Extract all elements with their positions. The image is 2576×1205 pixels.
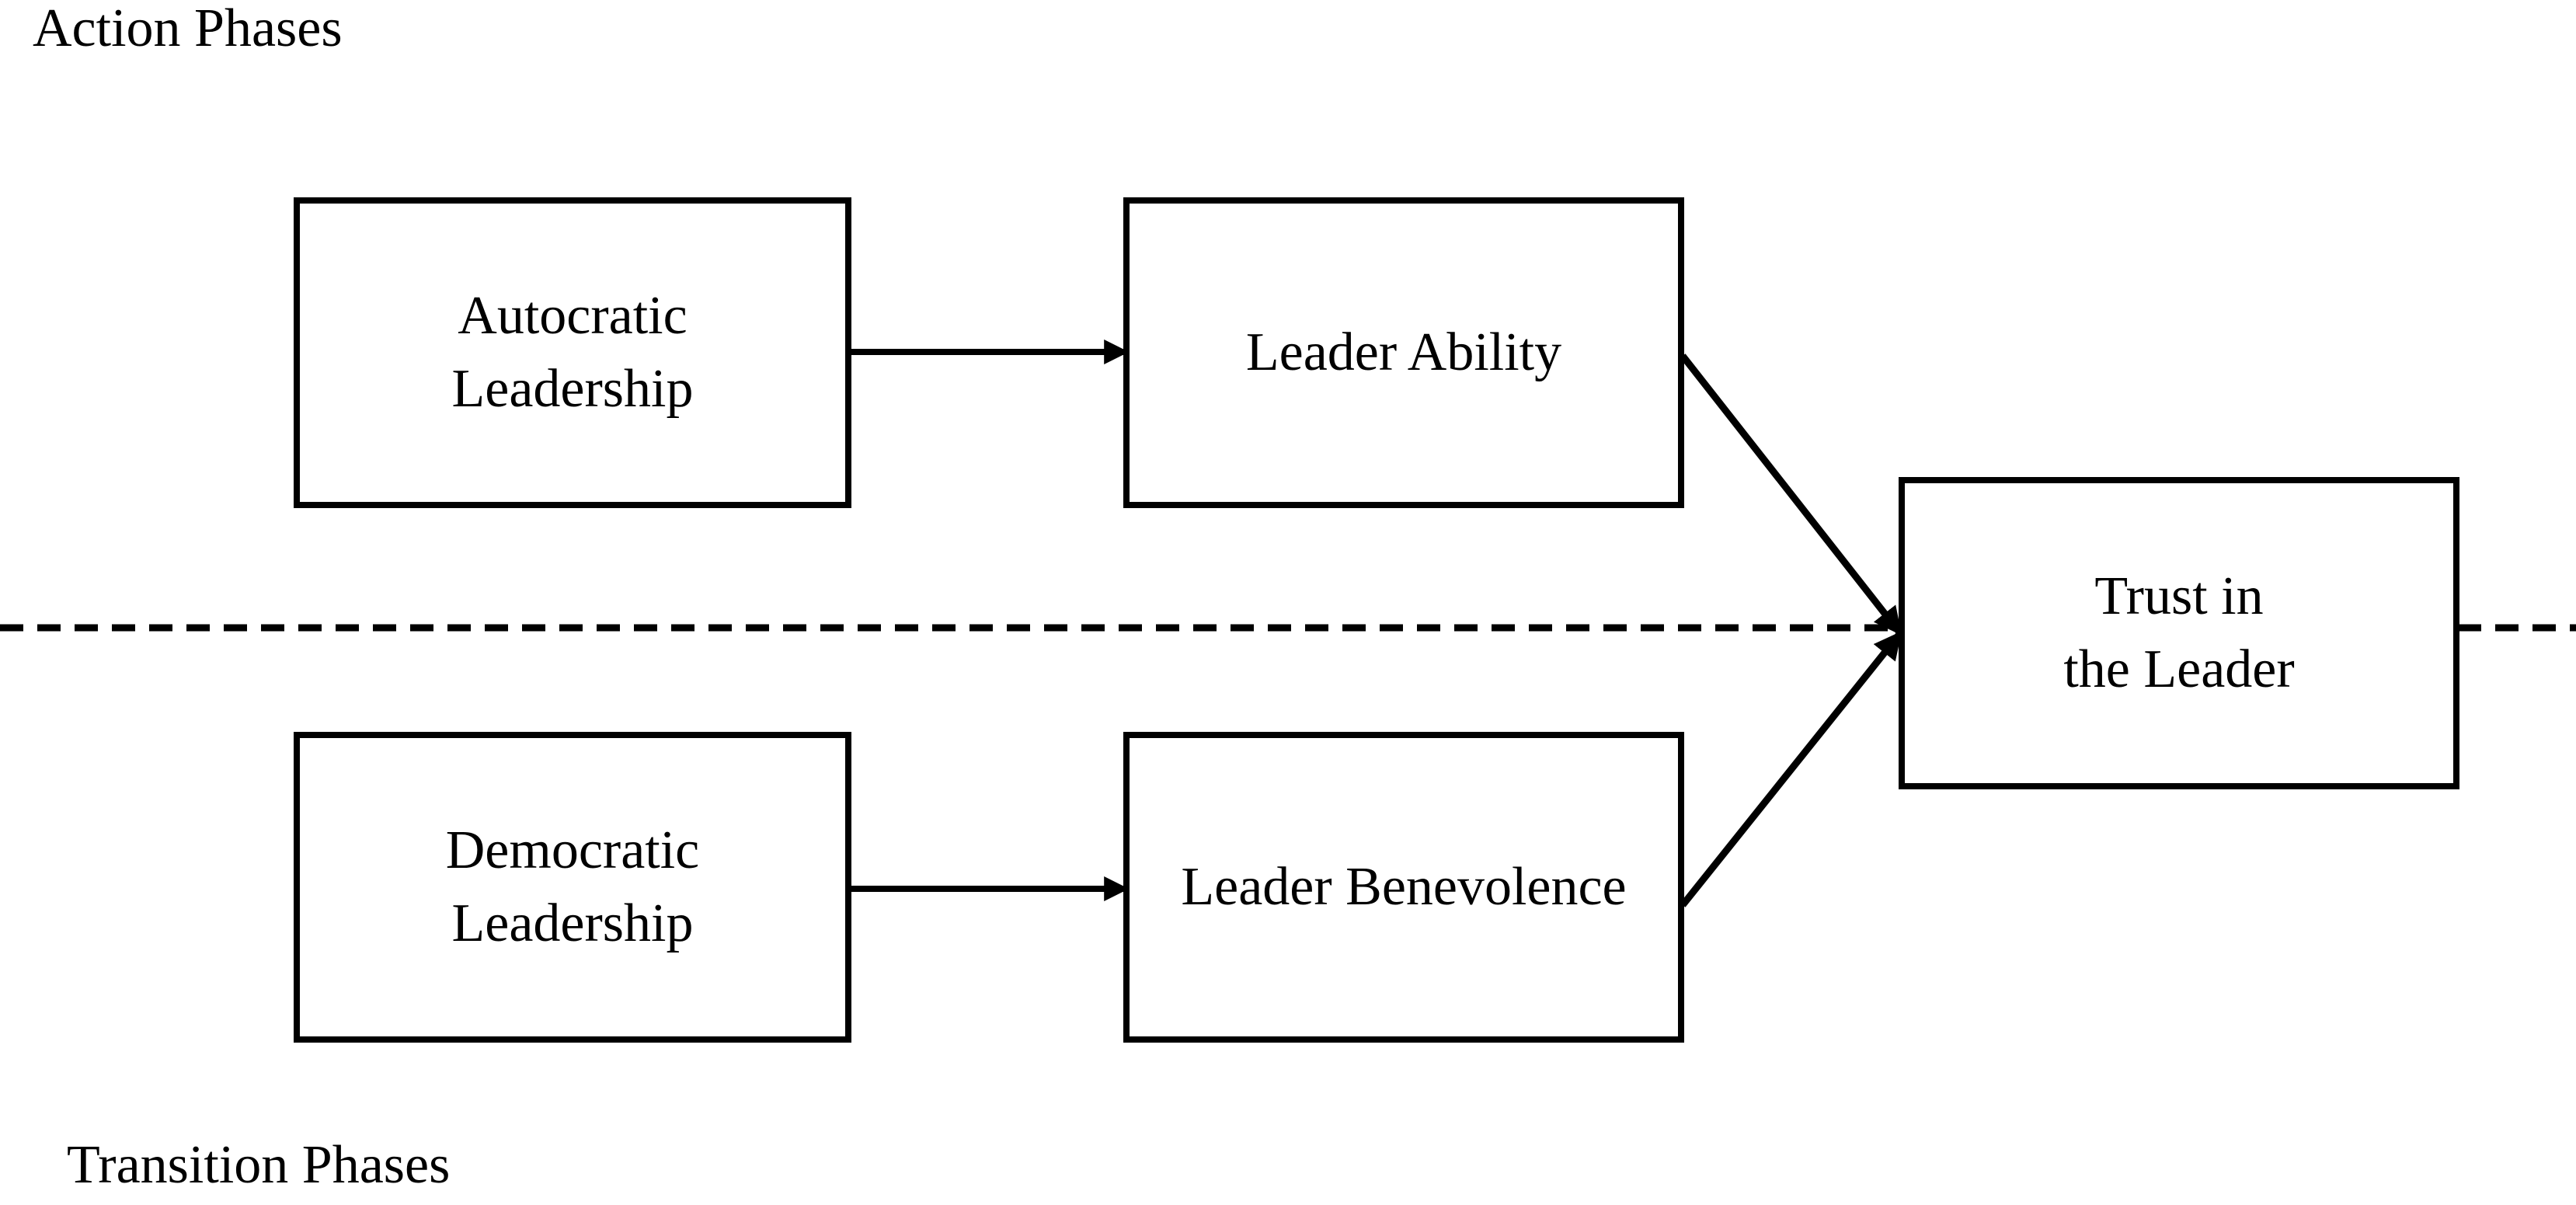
node-democratic-leadership: Democratic Leadership [294, 732, 851, 1043]
node-leader-benevolence: Leader Benevolence [1123, 732, 1684, 1043]
node-leader-benevolence-label: Leader Benevolence [1181, 856, 1627, 917]
node-autocratic-leadership-label: Autocratic Leadership [451, 285, 694, 420]
node-democratic-leadership-label: Democratic Leadership [445, 820, 700, 954]
node-trust-in-leader-label: Trust in the Leader [2063, 566, 2295, 700]
node-leader-ability-label: Leader Ability [1245, 322, 1562, 382]
transition-phases-label: Transition Phases [67, 1135, 451, 1195]
action-phases-label: Action Phases [33, 0, 343, 58]
node-trust-in-leader: Trust in the Leader [1899, 477, 2459, 789]
node-autocratic-leadership: Autocratic Leadership [294, 197, 851, 508]
node-leader-ability: Leader Ability [1123, 197, 1684, 508]
arrow-ability-to-trust [1680, 353, 1903, 636]
arrow-benevolence-to-trust [1680, 631, 1903, 907]
